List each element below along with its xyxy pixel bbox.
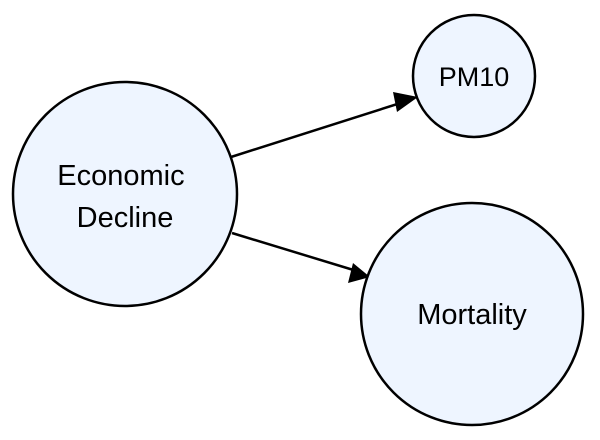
svg-text:Mortality: Mortality: [417, 299, 527, 331]
edge-economic-decline-to-pm10: [230, 98, 411, 159]
svg-text:PM10: PM10: [439, 62, 510, 92]
svg-text:Economic Decline: Economic Decline: [57, 160, 192, 234]
node-circle-pm10: [411, 13, 537, 139]
edges: [230, 92, 418, 283]
node-mortality[interactable]: Mortality: [359, 201, 585, 427]
node-pm10[interactable]: PM10: [411, 13, 537, 139]
edge-economic-decline-to-mortality: [231, 231, 361, 274]
node-label-economic-decline-line1: Economic: [57, 160, 184, 192]
node-circle-mortality: [359, 201, 585, 427]
arrowhead-pm10: [393, 92, 418, 112]
node-economic-decline[interactable]: Economic Decline: [11, 80, 239, 308]
node-label-pm10: PM10: [439, 62, 510, 92]
node-circle-economic-decline: [11, 80, 239, 308]
node-label-mortality: Mortality: [417, 299, 527, 331]
node-label-economic-decline-line2: Decline: [77, 202, 174, 234]
arrowhead-mortality: [348, 263, 370, 283]
